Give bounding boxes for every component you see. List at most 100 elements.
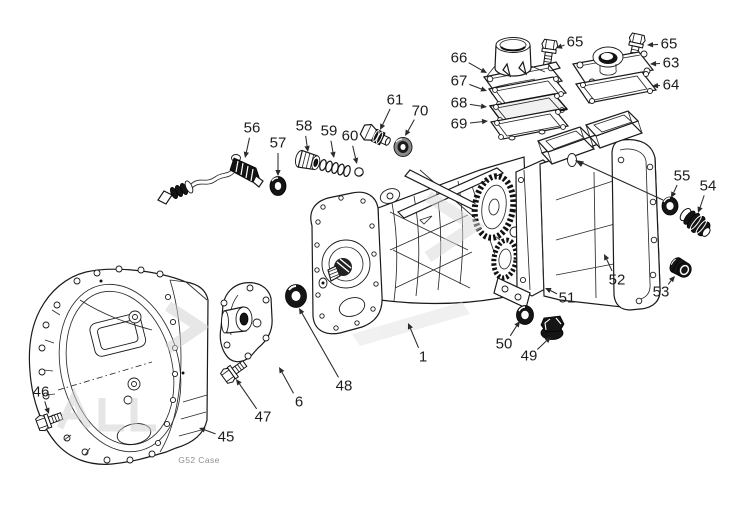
oil-seal-48 <box>285 284 307 308</box>
bell-housing-drawing <box>28 265 209 465</box>
part-number: 57 <box>270 135 287 152</box>
leader-line <box>469 121 483 124</box>
part-number: 70 <box>412 103 429 120</box>
part-number: 67 <box>451 73 468 90</box>
callout-52: 52 <box>604 254 625 289</box>
part-number: 58 <box>296 118 313 135</box>
callout-58: 58 <box>296 118 313 152</box>
watermark <box>56 190 485 432</box>
switch-54 <box>679 208 711 237</box>
leader-line <box>550 290 558 295</box>
leader-arrowhead <box>236 379 242 386</box>
leader-line <box>606 259 613 272</box>
leader-line <box>469 103 482 107</box>
leader-arrowhead <box>279 367 285 374</box>
callout-48: 48 <box>299 308 352 395</box>
drain-plug-49 <box>540 315 565 340</box>
callout-49: 49 <box>521 337 551 365</box>
callout-53: 53 <box>653 276 675 301</box>
callout-61: 61 <box>380 92 404 130</box>
leader-line <box>44 401 48 409</box>
callout-45: 45 <box>199 427 235 446</box>
part-number: 61 <box>387 92 404 109</box>
leader-line <box>305 135 308 147</box>
part-number: 49 <box>521 348 538 365</box>
callout-66: 66 <box>451 50 487 73</box>
leader-line <box>561 44 565 47</box>
front-plate-holes <box>314 195 379 331</box>
part-number: 60 <box>342 128 359 145</box>
part-number: 1 <box>419 349 427 366</box>
callout-64: 64 <box>652 77 679 94</box>
callout-51: 51 <box>545 288 575 307</box>
leader-line <box>409 328 420 349</box>
main-case-drawing <box>310 156 531 335</box>
breather-61 <box>359 123 391 146</box>
leader-arrowhead <box>304 145 310 152</box>
part-number: 48 <box>336 378 353 395</box>
callout-1: 1 <box>407 323 427 366</box>
leader-line <box>536 340 547 350</box>
leader-line <box>673 184 678 193</box>
part-number: 63 <box>663 55 680 72</box>
leader-line <box>301 312 339 378</box>
callout-54: 54 <box>697 178 717 213</box>
leader-arrowhead <box>275 170 281 176</box>
part-number: 45 <box>218 429 235 446</box>
leader-line <box>382 108 391 125</box>
part-number: 53 <box>653 284 670 301</box>
gasket-69-drawing <box>489 109 570 141</box>
callout-46: 46 <box>33 384 50 414</box>
leader-line <box>407 119 415 132</box>
leader-arrowhead <box>330 151 336 158</box>
leader-arrowhead <box>545 288 552 293</box>
leader-arrowhead <box>480 86 487 92</box>
leader-arrowhead <box>669 276 675 283</box>
speedo-gear-drawing <box>157 154 264 205</box>
leader-arrowhead <box>652 82 659 89</box>
oil-seal-55 <box>661 196 679 216</box>
callout-70: 70 <box>405 103 429 136</box>
part-number: 55 <box>674 168 691 185</box>
callout-67: 67 <box>451 73 487 92</box>
part-number: 50 <box>496 336 513 353</box>
part-number: 46 <box>33 384 50 401</box>
part-number: 6 <box>295 394 303 411</box>
leader-line <box>281 371 295 394</box>
leader-arrowhead <box>671 191 677 198</box>
diagram-caption: G52 Case <box>178 455 219 465</box>
leader-arrowhead <box>604 254 610 261</box>
callout-47: 47 <box>236 379 271 426</box>
leader-arrowhead <box>556 43 563 49</box>
front-bearing-retainer-drawing <box>219 282 273 363</box>
leader-arrowhead <box>44 407 50 414</box>
leader-line <box>330 140 334 153</box>
callout-56: 56 <box>243 120 261 158</box>
part-number: 54 <box>700 178 717 195</box>
leader-line <box>468 62 482 71</box>
leader-line <box>245 137 251 153</box>
callout-59: 59 <box>321 123 337 158</box>
part-number: 52 <box>609 272 626 289</box>
leader-line <box>352 145 357 159</box>
leader-arrowhead <box>405 129 411 136</box>
leader-line <box>699 195 705 208</box>
leader-arrowhead <box>199 427 206 433</box>
oil-seal-50 <box>516 305 534 325</box>
plug-53 <box>669 257 692 278</box>
spring-59 <box>319 159 351 177</box>
part-number: 65 <box>567 34 584 51</box>
gasket-67-drawing <box>487 76 568 107</box>
leader-arrowhead <box>243 151 249 158</box>
ball-60 <box>354 167 364 177</box>
leader-arrowhead <box>544 337 551 343</box>
part-number: 68 <box>451 95 468 112</box>
leader-line <box>204 429 216 435</box>
leader-arrowhead <box>480 103 487 109</box>
part-number: 64 <box>663 77 680 94</box>
part-number: 56 <box>244 120 261 137</box>
callout-69: 69 <box>451 116 488 133</box>
callout-60: 60 <box>342 128 359 164</box>
callout-50: 50 <box>496 321 520 353</box>
